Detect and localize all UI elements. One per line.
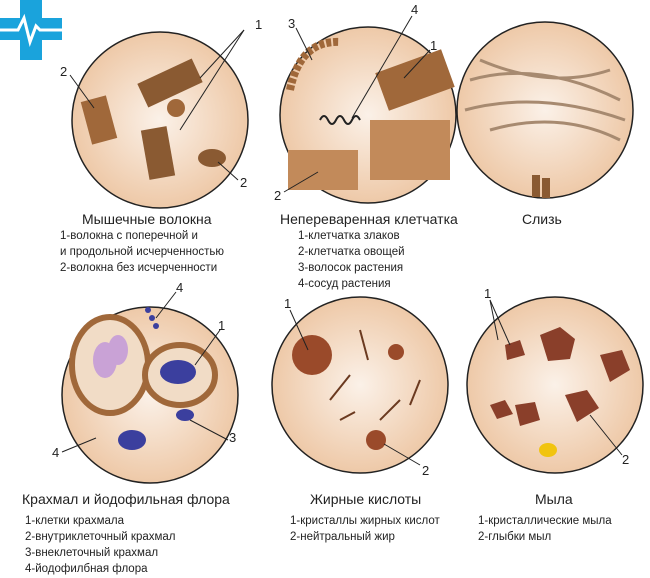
marker-label: 4 (411, 2, 419, 17)
undigested-fiber-circle (279, 15, 457, 204)
panel-legend: 1-волокна с поперечной и и продольной ис… (60, 228, 224, 276)
legend-item: 2-волокна без исчерченности (60, 262, 218, 274)
marker-label: 3 (229, 430, 237, 445)
legend-item: 1-клетчатка злаков (298, 230, 400, 242)
marker-label: 2 (240, 175, 248, 190)
muscle-fibers-circle (69, 29, 249, 209)
panel-legend: 1-кристаллы жирных кислот 2-нейтральный … (290, 513, 440, 545)
legend-item: 2-глыбки мыл (478, 531, 552, 543)
marker-label: 1 (255, 17, 263, 32)
panel-legend: 1-клетчатка злаков 2-клетчатка овощей 3-… (298, 228, 405, 292)
marker-label: 1 (430, 38, 438, 53)
panel-title: Крахмал и йодофильная флора (22, 491, 230, 507)
legend-item: 3-внеклеточный крахмал (25, 547, 159, 559)
marker-label: 1 (218, 318, 226, 333)
starch-iodophilic-flora-circle (61, 291, 239, 484)
legend-item: 1-волокна с поперечной и (60, 230, 198, 242)
marker-label: 4 (52, 445, 60, 460)
panel-legend: 1-клетки крахмала 2-внутриклеточный крах… (25, 513, 176, 577)
legend-item: 4-сосуд растения (298, 278, 391, 290)
legend-item: 4-йодофилбная флора (25, 563, 148, 575)
marker-label: 2 (60, 64, 68, 79)
legend-item: 2-внутриклеточный крахмал (25, 531, 176, 543)
marker-label: 3 (288, 16, 296, 31)
fatty-acids-circle (271, 296, 449, 474)
legend-item: 1-клетки крахмала (25, 515, 125, 527)
marker-label: 1 (284, 296, 292, 311)
legend-item: 2-клетчатка овощей (298, 246, 405, 258)
panel-title: Жирные кислоты (310, 491, 422, 507)
marker-label: 1 (484, 286, 492, 301)
legend-item: и продольной исчерченностью (60, 246, 224, 258)
legend-item: 2-нейтральный жир (290, 531, 395, 543)
panel-title: Мышечные волокна (82, 211, 212, 227)
legend-item: 3-волосок растения (298, 262, 404, 274)
marker-label: 4 (176, 280, 184, 295)
marker-label: 2 (422, 463, 430, 478)
legend-item: 1-кристаллы жирных кислот (290, 515, 440, 527)
panel-title: Мыла (535, 491, 573, 507)
legend-item: 1-кристаллические мыла (478, 515, 612, 527)
medical-logo-icon (0, 0, 62, 60)
panel-title: Слизь (522, 211, 562, 227)
panel-title: Непереваренная клетчатка (280, 211, 458, 227)
marker-label: 2 (622, 452, 630, 467)
soaps-circle (466, 296, 644, 474)
mucus-circle (456, 21, 634, 199)
marker-label: 2 (274, 188, 282, 203)
panel-legend: 1-кристаллические мыла 2-глыбки мыл (478, 513, 612, 545)
